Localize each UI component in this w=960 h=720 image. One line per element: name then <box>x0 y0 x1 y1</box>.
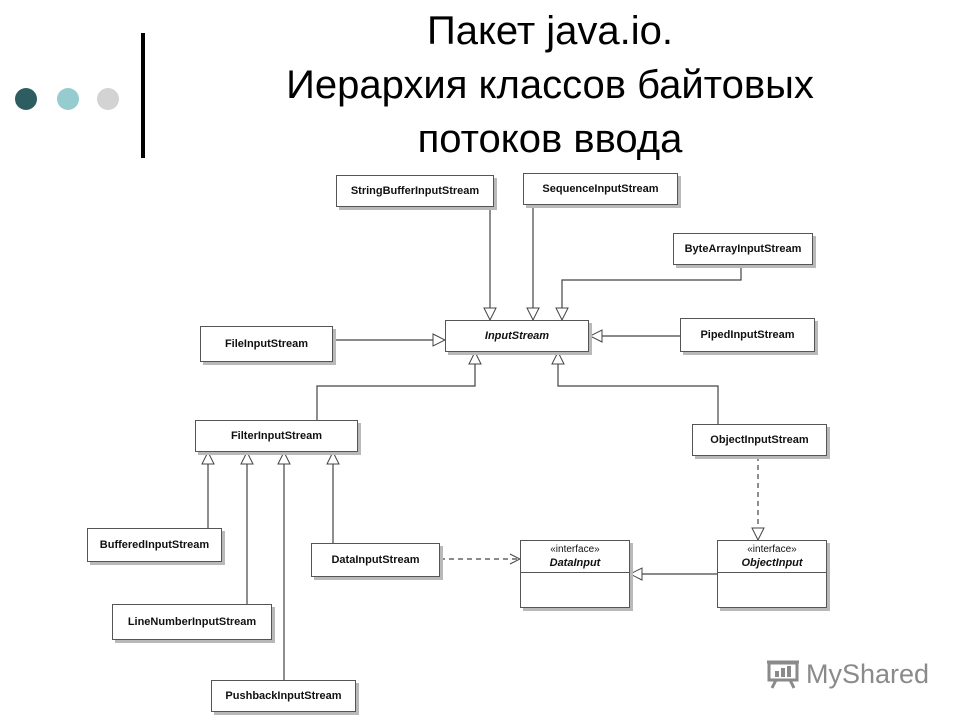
class-linenumberinputstream: LineNumberInputStream <box>112 604 272 640</box>
title-line-3: потоков ввода <box>417 117 683 161</box>
interface-name: ObjectInput <box>741 557 803 569</box>
class-filterinputstream: FilterInputStream <box>195 420 358 452</box>
class-pushbackinputstream: PushbackInputStream <box>211 680 356 712</box>
edge-filter-inputstream <box>316 352 475 420</box>
title-line-1: Пакет java.io. <box>426 9 674 53</box>
interface-header: «interface» DataInput <box>521 541 629 573</box>
class-inputstream: InputStream <box>445 320 589 352</box>
edge-object-inputstream <box>558 352 719 424</box>
presentation-board-icon <box>767 660 799 689</box>
interface-name: DataInput <box>549 557 601 569</box>
class-label: ByteArrayInputStream <box>684 243 802 255</box>
interface-datainput: «interface» DataInput <box>520 540 630 608</box>
class-label: StringBufferInputStream <box>350 185 480 197</box>
class-label: PushbackInputStream <box>225 690 342 702</box>
class-bufferedinputstream: BufferedInputStream <box>87 528 222 562</box>
class-label: PipedInputStream <box>700 329 795 341</box>
class-label: FileInputStream <box>224 338 309 350</box>
class-label: BufferedInputStream <box>99 539 210 551</box>
watermark-logo: MyShared <box>766 654 929 694</box>
interface-objectinput: «interface» ObjectInput <box>717 540 827 608</box>
class-label: SequenceInputStream <box>542 183 659 195</box>
decor-dot-3 <box>97 88 119 110</box>
interface-stereotype: «interface» <box>550 544 600 555</box>
interface-header: «interface» ObjectInput <box>718 541 826 573</box>
slide-title: Пакет java.io. Иерархия классов байтовых… <box>160 4 940 166</box>
decor-dot-1 <box>15 88 37 110</box>
class-label: InputStream <box>484 330 550 342</box>
class-objectinputstream: ObjectInputStream <box>692 424 827 456</box>
interface-stereotype: «interface» <box>747 544 797 555</box>
class-pipedinputstream: PipedInputStream <box>680 318 815 352</box>
class-stringbufferinputstream: StringBufferInputStream <box>336 175 494 207</box>
class-bytearrayinputstream: ByteArrayInputStream <box>673 233 813 265</box>
title-line-2: Иерархия классов байтовых <box>286 63 814 107</box>
watermark-text: MyShared <box>806 658 930 689</box>
class-label: DataInputStream <box>331 554 420 566</box>
decor-vertical-bar <box>141 33 145 158</box>
edge-bytearray-inputstream <box>562 266 742 320</box>
class-datainputstream: DataInputStream <box>311 543 440 577</box>
class-label: FilterInputStream <box>230 430 323 442</box>
class-sequenceinputstream: SequenceInputStream <box>523 173 678 205</box>
class-label: LineNumberInputStream <box>127 616 257 628</box>
class-fileinputstream: FileInputStream <box>200 326 333 362</box>
class-label: ObjectInputStream <box>710 434 809 446</box>
decor-dot-2 <box>57 88 79 110</box>
